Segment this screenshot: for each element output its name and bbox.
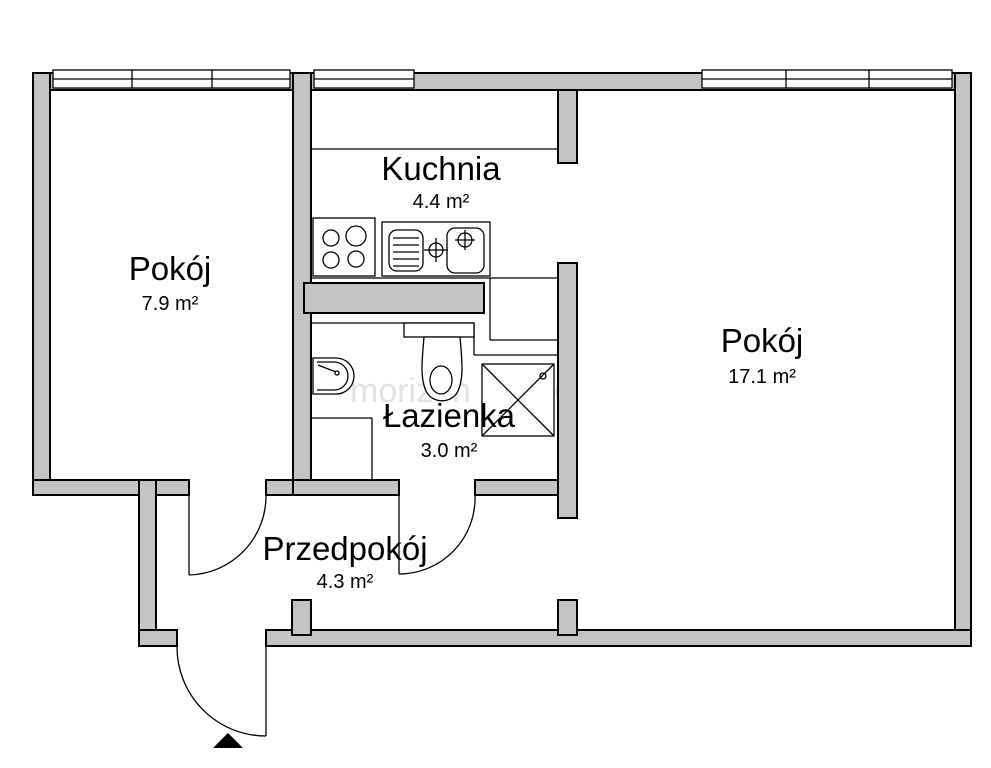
shower-icon bbox=[481, 363, 555, 437]
room-area-bathroom: 3.0 m² bbox=[421, 440, 478, 462]
sink-icon bbox=[381, 221, 491, 277]
wall-bottom-stub-b bbox=[557, 599, 578, 636]
room-name-left: Pokój bbox=[129, 250, 212, 287]
walls bbox=[32, 72, 972, 647]
room-big: Pokój 17.1 m² bbox=[721, 322, 804, 388]
bathroom: Łazienka 3.0 m² bbox=[311, 322, 558, 480]
stove-icon bbox=[312, 217, 376, 277]
windows bbox=[52, 69, 953, 89]
hall: Przedpokój 4.3 m² bbox=[262, 530, 427, 593]
wall-bottom-stub-a bbox=[291, 599, 312, 636]
wall-bath-bottom-a bbox=[292, 479, 400, 496]
wall-partition-right bbox=[557, 262, 578, 519]
room-name-hall: Przedpokój bbox=[262, 530, 427, 567]
room-area-left: 7.9 m² bbox=[142, 293, 199, 315]
wall-right bbox=[954, 72, 972, 647]
doors bbox=[176, 494, 476, 737]
wall-bottom bbox=[265, 629, 972, 647]
room-name-kitchen: Kuchnia bbox=[381, 150, 501, 187]
wall-hall-left bbox=[138, 479, 157, 647]
washbasin-icon bbox=[312, 357, 355, 395]
room-area-hall: 4.3 m² bbox=[317, 571, 374, 593]
wall-left bbox=[32, 72, 51, 496]
room-left: Pokój 7.9 m² bbox=[129, 250, 212, 315]
kitchen: Kuchnia 4.4 m² bbox=[311, 148, 558, 341]
wall-hall-bottom-left bbox=[138, 629, 178, 647]
room-area-kitchen: 4.4 m² bbox=[413, 191, 470, 213]
entrance-arrow-icon bbox=[213, 733, 243, 748]
room-area-big: 17.1 m² bbox=[728, 366, 796, 388]
wall-partition-right-top bbox=[557, 89, 578, 164]
wall-kitchen-bath bbox=[303, 282, 485, 314]
toilet-icon bbox=[403, 322, 475, 402]
wall-left-room-bottom-a bbox=[32, 479, 190, 496]
room-name-big: Pokój bbox=[721, 322, 804, 359]
room-name-bathroom: Łazienka bbox=[383, 397, 516, 434]
